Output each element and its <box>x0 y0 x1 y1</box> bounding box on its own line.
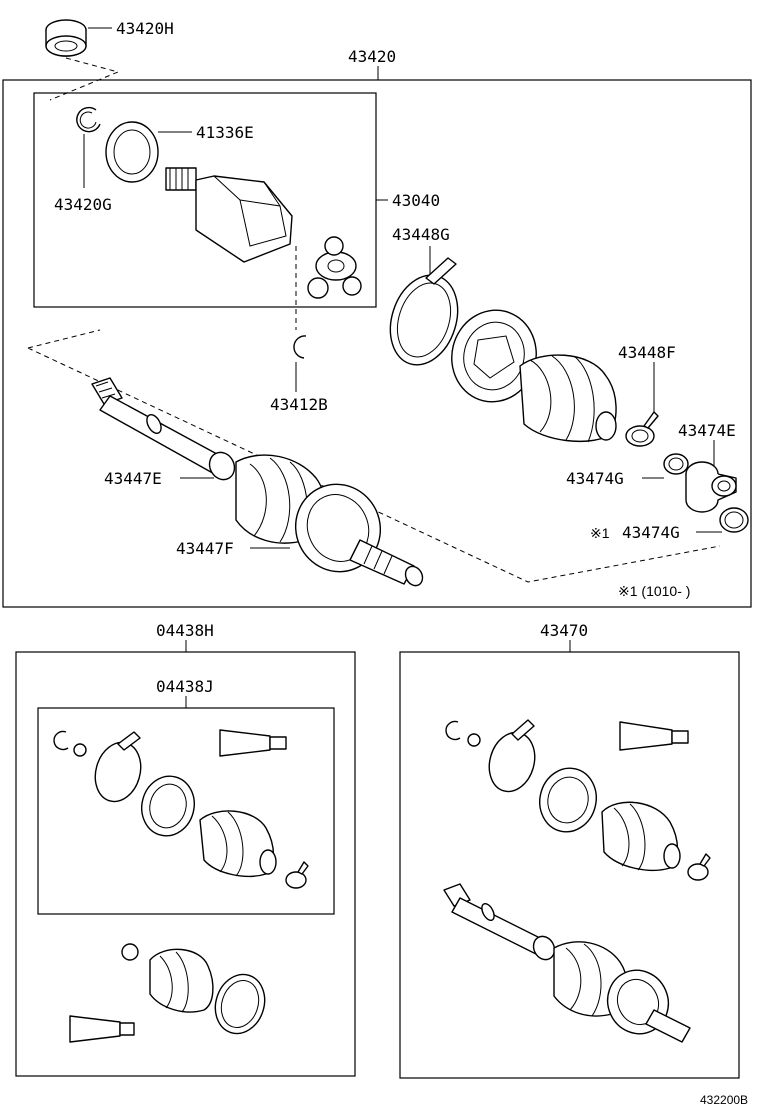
inboard-boot[interactable] <box>442 301 617 443</box>
kit-frame-43470 <box>399 651 740 1079</box>
kit-j-grease-tube <box>219 729 287 757</box>
label-43420H: 43420H <box>116 19 174 38</box>
dust-cover-43420H[interactable] <box>45 19 87 57</box>
label-04438J: 04438J <box>156 677 214 696</box>
assembly-frame-43420 <box>2 79 752 608</box>
label-43448G: 43448G <box>392 225 450 244</box>
kit-r-clamp <box>687 853 711 881</box>
label-43420: 43420 <box>348 47 396 66</box>
boot-band-43448G[interactable] <box>379 257 468 374</box>
footnote: ※1 (1010- ) <box>618 583 690 599</box>
kit-frame-04438H <box>15 651 356 1077</box>
kit-j-band <box>94 731 142 803</box>
drive-shaft-43420[interactable] <box>91 377 426 589</box>
kit-j-snap-ring <box>53 730 87 757</box>
kit-h-outer-boot <box>121 943 214 1013</box>
snap-ring-43412B[interactable] <box>293 335 307 359</box>
label-43448F: 43448F <box>618 343 676 362</box>
label-43474G-a: 43474G <box>566 469 624 488</box>
clamp-43474G-a[interactable] <box>663 453 689 475</box>
label-note-mark: ※1 <box>590 525 610 541</box>
label-43447F: 43447F <box>176 539 234 558</box>
tripod-spider[interactable] <box>307 236 362 299</box>
label-43447E: 43447E <box>104 469 162 488</box>
kit-r-shaft <box>443 883 691 1043</box>
inboard-joint-housing[interactable] <box>165 167 293 263</box>
damper-43474E[interactable] <box>685 461 737 513</box>
kit-frame-04438J <box>37 707 335 915</box>
kit-r-snap-ring <box>445 720 481 747</box>
label-43474E: 43474E <box>678 421 736 440</box>
label-41336E: 41336E <box>196 123 254 142</box>
kit-r-band <box>488 719 536 793</box>
seal-41336E[interactable] <box>105 121 159 183</box>
kit-j-boot <box>141 775 277 877</box>
kit-j-clamp <box>285 861 309 889</box>
kit-r-boot <box>539 767 681 871</box>
label-43412B: 43412B <box>270 395 328 414</box>
label-43474G-b: 43474G <box>622 523 680 542</box>
snap-ring-43420G[interactable] <box>76 106 101 133</box>
label-43470: 43470 <box>540 621 588 640</box>
kit-r-grease-tube <box>619 721 689 751</box>
clamp-43474G-b[interactable] <box>719 507 749 533</box>
kit-h-grease-tube <box>69 1015 135 1043</box>
label-43040: 43040 <box>392 191 440 210</box>
kit-h-band <box>214 973 266 1035</box>
label-04438H: 04438H <box>156 621 214 640</box>
clamp-43448F[interactable] <box>625 411 659 447</box>
drawing-code: 432200B <box>700 1093 748 1107</box>
label-43420G: 43420G <box>54 195 112 214</box>
